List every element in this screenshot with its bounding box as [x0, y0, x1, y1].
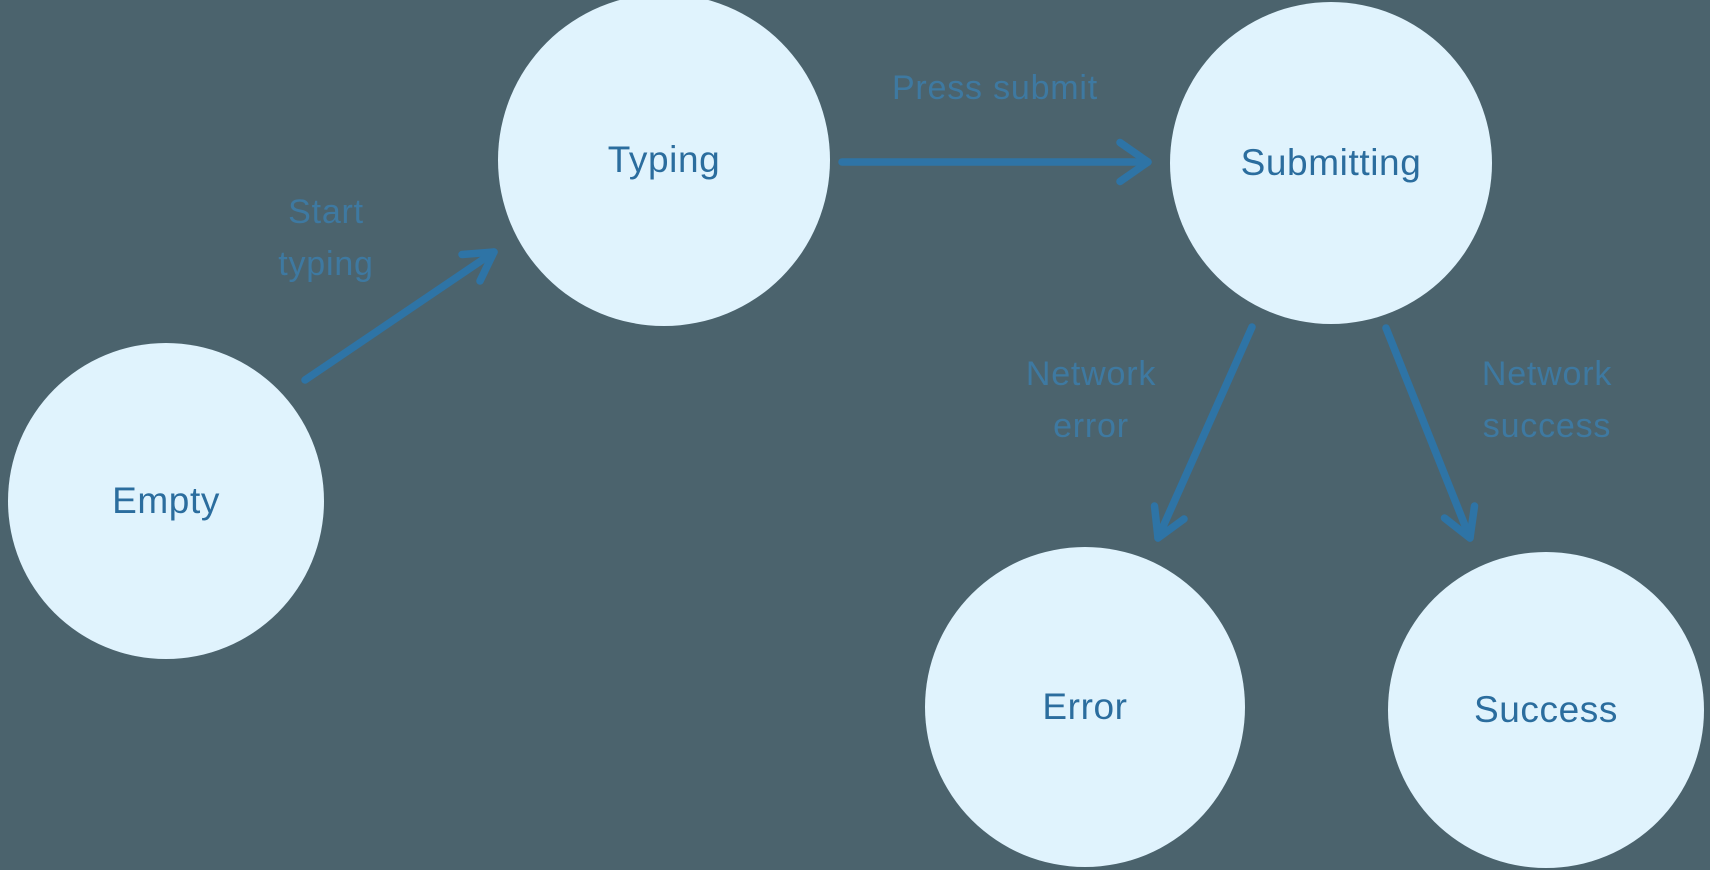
edge-label-press-submit: Press submit	[891, 69, 1099, 107]
state-node-submitting-label: Submitting	[1240, 142, 1422, 183]
arrow-typing-to-submitting	[838, 138, 1152, 186]
state-node-typing: Typing	[498, 0, 830, 326]
state-node-error: Error	[925, 547, 1245, 867]
state-node-error-label: Error	[1042, 686, 1128, 727]
edge-label-network-error: Network error	[1025, 355, 1157, 445]
edge-label-start-typing: Start typing	[278, 193, 374, 283]
state-node-typing-label: Typing	[607, 139, 721, 180]
state-node-empty: Empty	[8, 343, 324, 659]
state-node-submitting: Submitting	[1170, 2, 1492, 324]
state-node-empty-label: Empty	[112, 480, 220, 521]
state-node-success: Success	[1388, 552, 1704, 868]
state-node-success-label: Success	[1473, 689, 1619, 730]
edge-label-network-success: Network success	[1481, 355, 1613, 445]
